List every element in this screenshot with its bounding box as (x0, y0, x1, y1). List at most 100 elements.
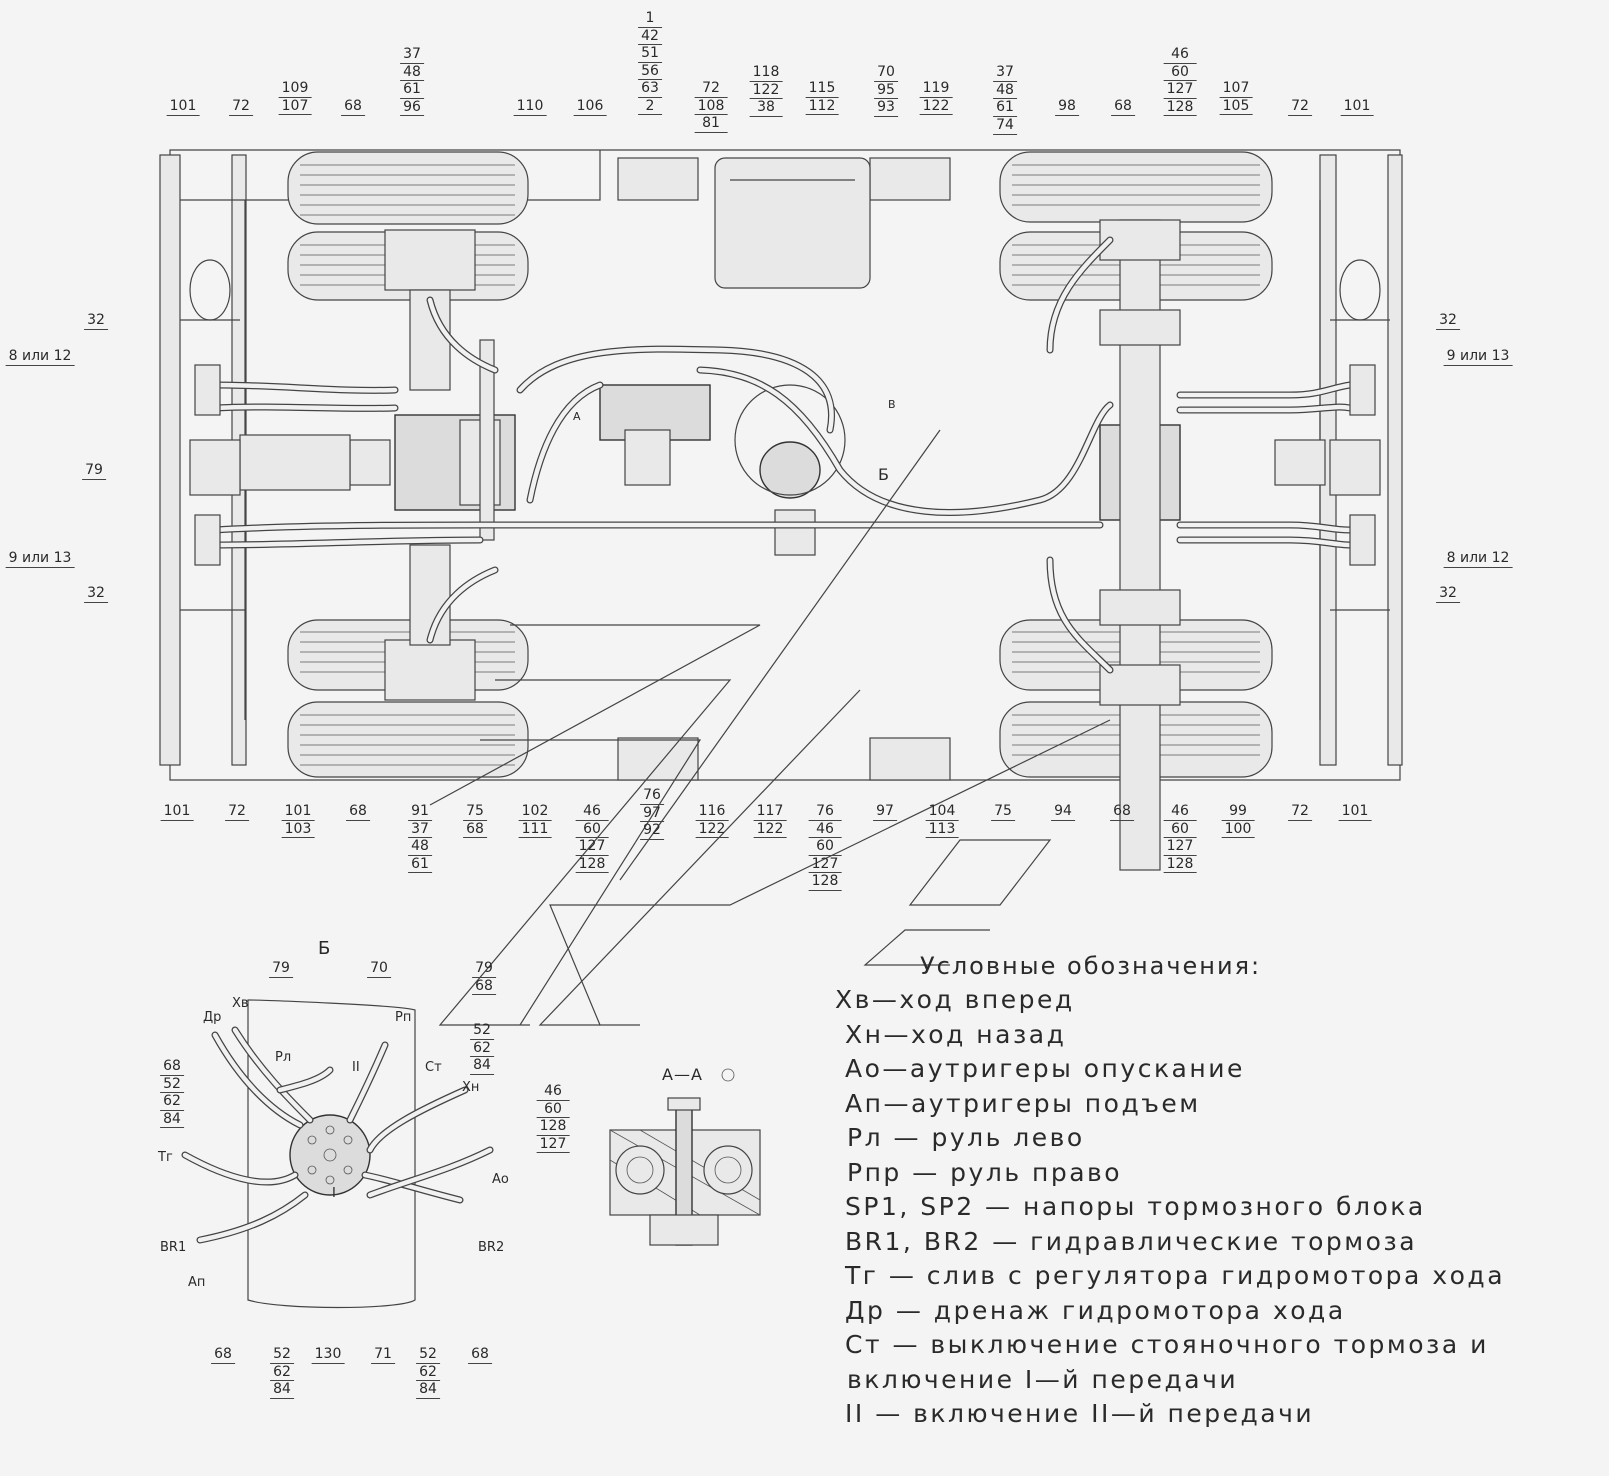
callout-number: 75 (463, 803, 487, 821)
callout-number: 52 (160, 1076, 184, 1093)
callout-number: 76 (640, 787, 664, 805)
callout-b101: 101 (160, 803, 194, 821)
callout-number: 56 (638, 63, 662, 80)
callout-number: 48 (993, 82, 1017, 99)
legend-item: Ст — выключение стояночного тормоза и (845, 1330, 1489, 1359)
callout-number: 128 (1163, 99, 1197, 116)
callout-number: 101 (281, 803, 315, 821)
port-label: Хн (462, 1080, 480, 1095)
callout-s32a: 32 (84, 312, 108, 330)
port-label: Др (203, 1010, 222, 1025)
callout-number: 32 (84, 585, 108, 603)
callout-number: 98 (1055, 98, 1079, 116)
callout-number: 106 (573, 98, 607, 116)
callout-number: 68 (1110, 803, 1134, 821)
callout-number: 107 (1219, 80, 1253, 98)
callout-s913b: 9 или 13 (1443, 348, 1513, 366)
callout-number: 62 (270, 1364, 294, 1381)
callout-number: 61 (400, 81, 424, 99)
callout-number: 108 (694, 98, 728, 115)
callout-number: 76 (808, 803, 842, 821)
port-label: BR2 (478, 1240, 505, 1255)
callout-d68c: 68 (468, 1346, 492, 1364)
port-label: Ст (425, 1060, 442, 1075)
callout-number: 63 (638, 80, 662, 98)
legend-item: Др — дренаж гидромотора хода (845, 1295, 1346, 1325)
callout-number: 68 (341, 98, 365, 116)
callout-t68r: 68 (1111, 98, 1135, 116)
callout-number: 79 (472, 960, 496, 978)
callout-b72r: 72 (1288, 803, 1312, 821)
callout-number: 72 (1288, 98, 1312, 116)
legend-item: включение I—й передачи (847, 1364, 1239, 1394)
legend-item: Хв—ход вперед (835, 985, 1075, 1014)
callout-number: 130 (311, 1346, 345, 1364)
callout-number: 75 (991, 803, 1015, 821)
callout-d70: 70 (367, 960, 391, 978)
section-aa-view (609, 1068, 761, 1246)
callout-number: 101 (160, 803, 194, 821)
view-marker-b: Б (878, 465, 889, 484)
callout-number: 115 (805, 80, 839, 98)
callout-number: 70 (367, 960, 391, 978)
callout-number: 84 (160, 1111, 184, 1128)
callout-number: 68 (468, 1346, 492, 1364)
callout-s812b: 8 или 12 (1443, 550, 1513, 568)
callout-s32d: 32 (1436, 585, 1460, 603)
callout-number: 94 (1051, 803, 1075, 821)
callout-number: 92 (640, 822, 664, 840)
callout-number: 110 (513, 98, 547, 116)
callout-number: 68 (1111, 98, 1135, 116)
chassis-plan-view (159, 149, 1403, 1026)
right-hitch (1329, 439, 1381, 496)
callout-s812a: 8 или 12 (5, 348, 75, 366)
callout-number: 68 (463, 821, 487, 838)
callout-number: 46 (1163, 46, 1197, 64)
callout-number: 96 (400, 99, 424, 116)
port-label: I (332, 1186, 336, 1201)
distribution-manifold (289, 1114, 371, 1196)
left-axle-assembly (239, 229, 516, 701)
callout-number: 128 (1163, 856, 1197, 873)
callout-t101r: 101 (1340, 98, 1374, 116)
callout-number: 74 (993, 117, 1017, 135)
callout-number: 127 (1163, 838, 1197, 856)
callout-number: 2 (638, 98, 662, 115)
callout-number: 103 (281, 821, 315, 838)
legend-item: SP1, SP2 — напоры тормозного блока (845, 1192, 1426, 1221)
callout-number: 93 (874, 99, 898, 117)
callout-d68b: 68 (211, 1346, 235, 1364)
port-label: Ао (492, 1172, 509, 1187)
callout-number: 8 или 12 (1443, 550, 1513, 568)
callout-number: 128 (575, 856, 609, 873)
callout-number: 97 (640, 805, 664, 822)
callout-number: 70 (874, 64, 898, 82)
callout-number: 46 (536, 1083, 570, 1101)
legend-title: Условные обозначения: (920, 952, 1262, 980)
callout-t101l: 101 (166, 98, 200, 116)
wheel-front-left-outer (287, 151, 529, 225)
callout-number: 42 (638, 28, 662, 45)
legend-item: Рпр — руль право (847, 1157, 1123, 1187)
callout-number: 99 (1221, 803, 1255, 821)
port-label: Хв (232, 996, 249, 1011)
callout-number: 32 (84, 312, 108, 330)
callout-number: 128 (536, 1118, 570, 1136)
legend-item: Ао—аутригеры опускание (845, 1054, 1245, 1083)
callout-t72r: 72 (1288, 98, 1312, 116)
callout-d79: 79 (269, 960, 293, 978)
callout-number: 1 (638, 10, 662, 28)
callout-s32c: 32 (1436, 312, 1460, 330)
